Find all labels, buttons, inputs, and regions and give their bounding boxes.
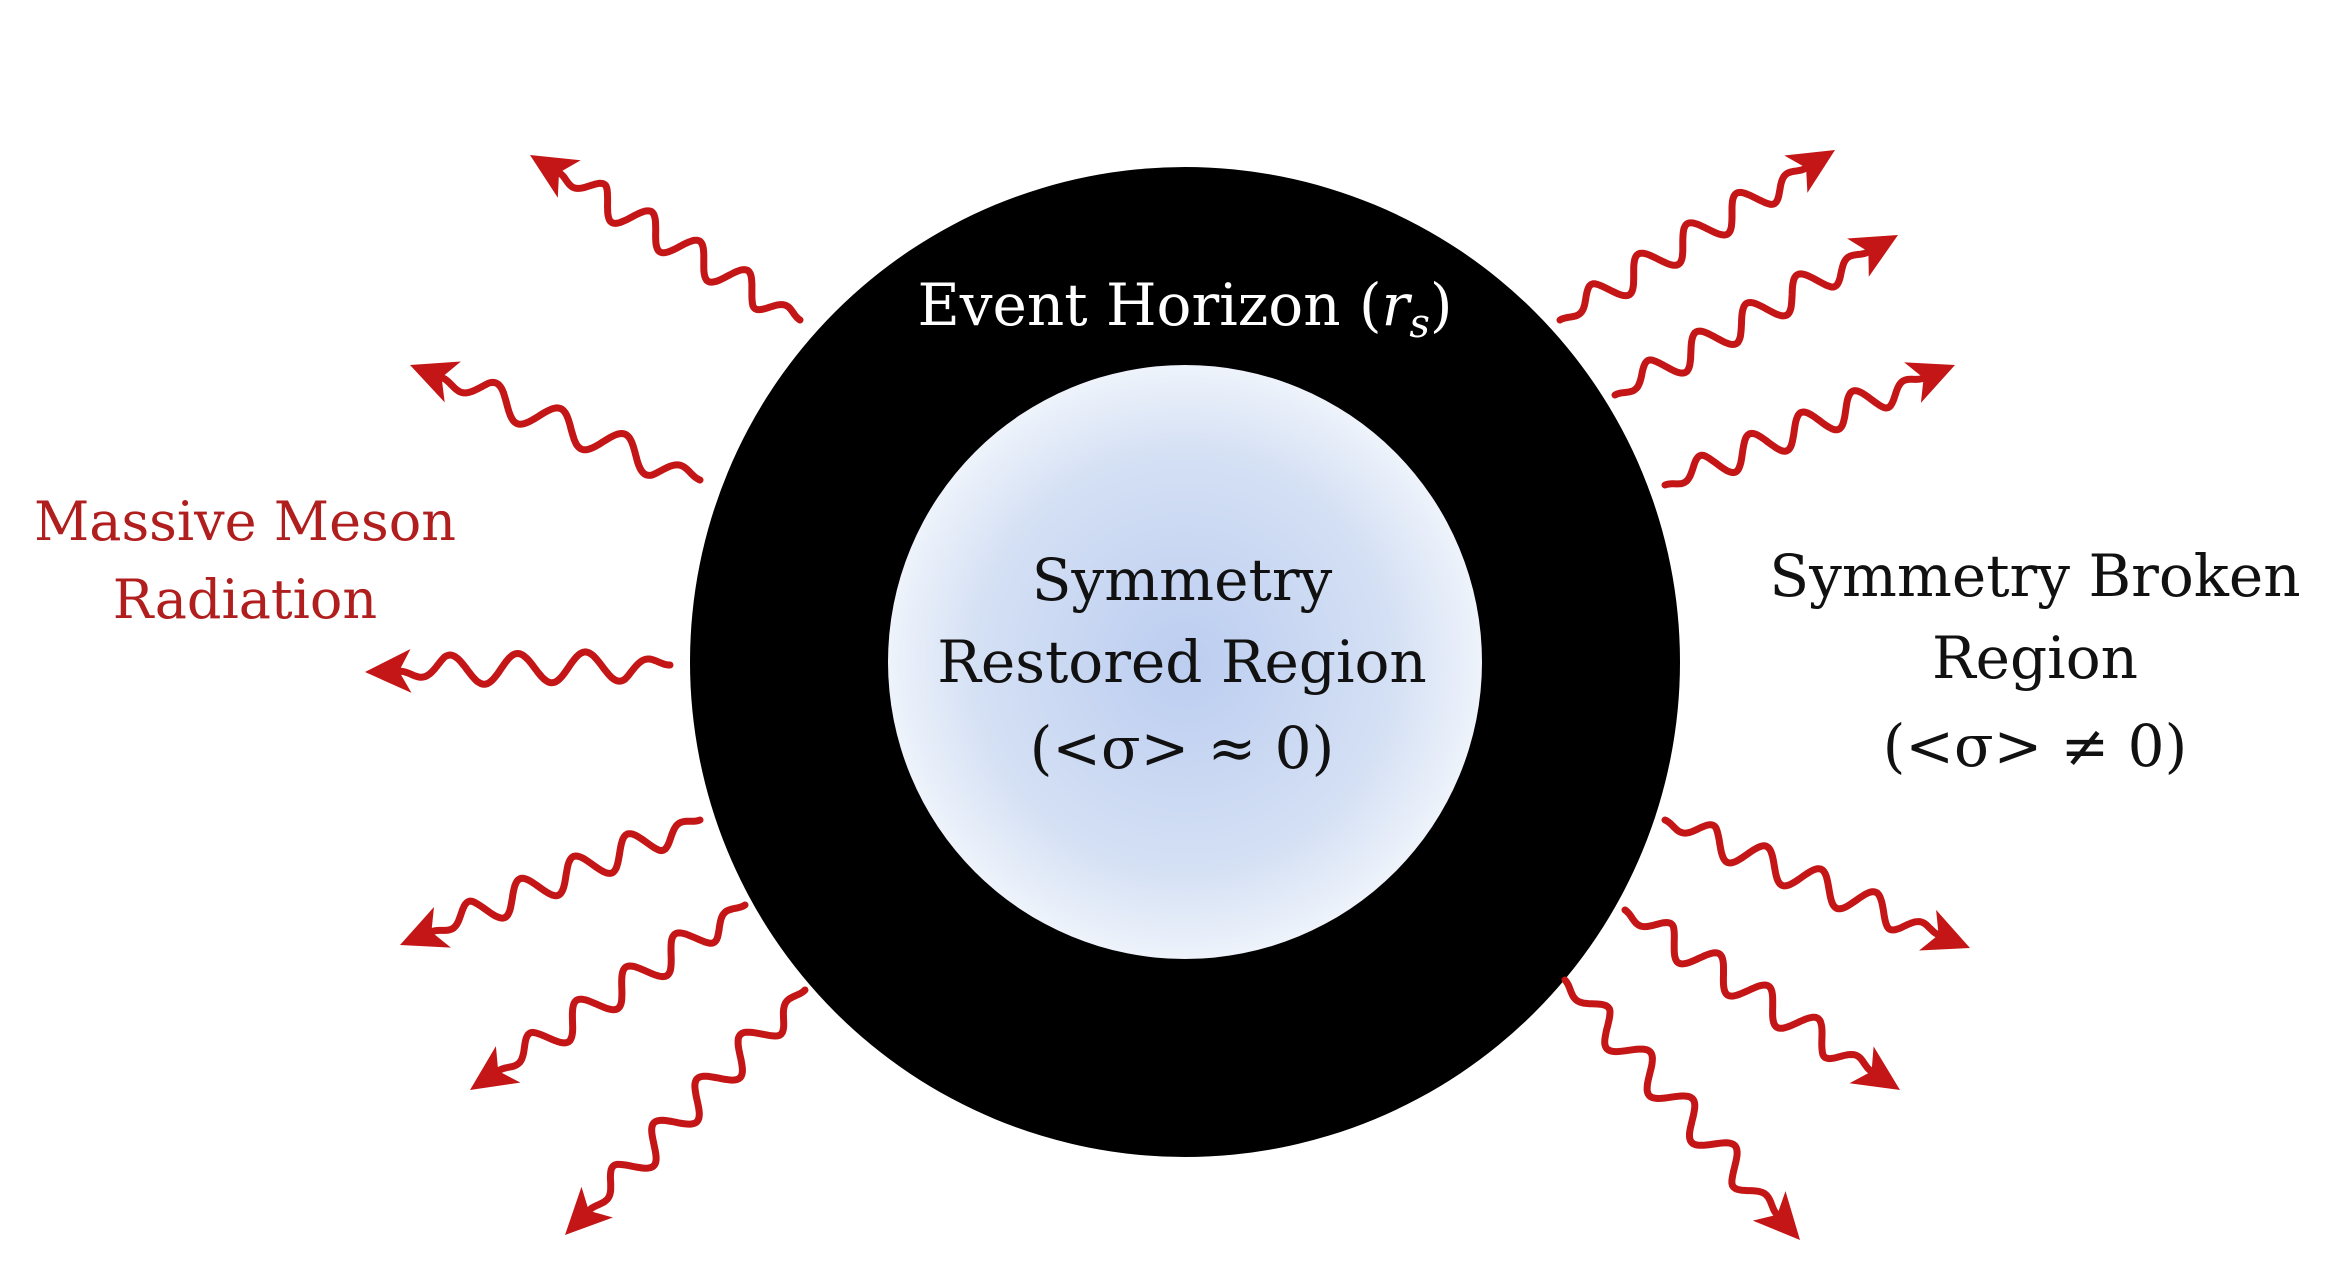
outer-region-line-2: Region — [1932, 624, 2138, 692]
radiation-wave-2 — [438, 374, 704, 484]
radiation-arrowhead-7 — [1784, 150, 1835, 193]
radiation-wave-11 — [1621, 906, 1875, 1075]
radiation-label-line-1: Massive Meson — [34, 490, 456, 553]
inner-region-line-3: (<σ> ≈ 0) — [1030, 714, 1334, 782]
radius-subscript: s — [1409, 301, 1430, 347]
radiation-wave-12 — [1561, 976, 1781, 1218]
radiation-wave-4 — [428, 816, 704, 936]
radiation-arrowhead-9 — [1904, 362, 1955, 403]
outer-region-line-3: (<σ> ≠ 0) — [1883, 712, 2187, 780]
outer-region-line-1: Symmetry Broken — [1769, 542, 2300, 610]
radiation-waves — [365, 150, 1970, 1240]
radiation-wave-8 — [1611, 248, 1872, 399]
inner-region-line-2: Restored Region — [937, 628, 1427, 696]
radiation-arrowhead-12 — [1752, 1191, 1800, 1240]
radiation-wave-3 — [396, 648, 674, 688]
radiation-arrowhead-2 — [410, 361, 461, 403]
radiation-arrowhead-8 — [1847, 235, 1898, 277]
radiation-wave-9 — [1661, 374, 1927, 489]
radiation-wave-10 — [1661, 816, 1942, 939]
radiation-arrowhead-5 — [470, 1046, 521, 1090]
radius-symbol: r — [1382, 271, 1413, 339]
radiation-wave-7 — [1556, 164, 1810, 324]
inner-region-line-1: Symmetry — [1032, 546, 1333, 614]
radiation-arrowhead-1 — [530, 155, 581, 198]
radiation-wave-1 — [555, 169, 804, 324]
radiation-wave-6 — [585, 986, 809, 1214]
symmetry-restored-core — [888, 365, 1482, 959]
radiation-arrowhead-10 — [1919, 909, 1970, 951]
radiation-arrowhead-4 — [400, 907, 451, 948]
radiation-arrowhead-6 — [565, 1186, 613, 1235]
radiation-label-line-2: Radiation — [113, 568, 377, 631]
radiation-wave-5 — [495, 901, 749, 1075]
event-horizon-label: Event Horizon (rs) — [917, 271, 1452, 347]
radiation-arrowhead-11 — [1849, 1046, 1900, 1090]
radiation-arrowhead-3 — [365, 649, 412, 693]
